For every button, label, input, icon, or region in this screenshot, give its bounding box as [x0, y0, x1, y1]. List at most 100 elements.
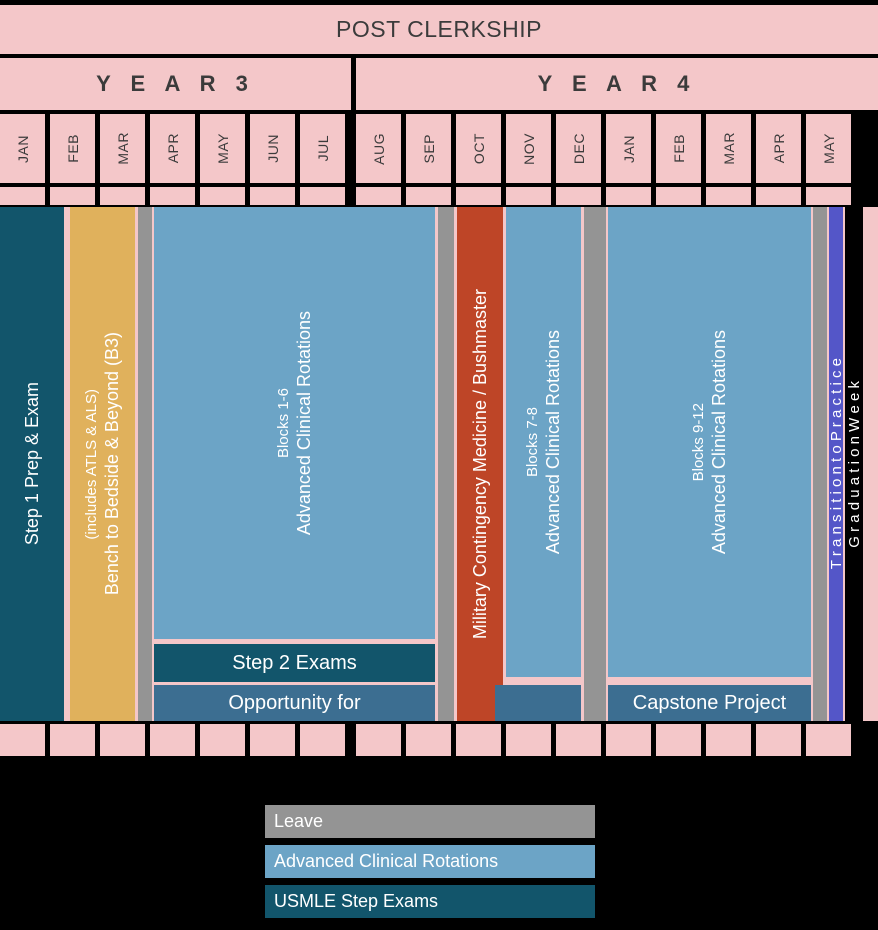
- block-label: T r a n s i t i o n t o P r a c t i c e: [829, 358, 843, 570]
- month-label: JUL: [314, 135, 331, 162]
- footer-cell-9: [456, 724, 501, 756]
- footer-cell-15: [756, 724, 801, 756]
- footer-cell-0: [0, 724, 45, 756]
- month-cell-jan-12: JAN: [606, 114, 651, 183]
- month-cell-oct-9: OCT: [456, 114, 501, 183]
- block-sublabel: Blocks 1-6: [274, 387, 292, 459]
- block-label: G r a d u a t i o n W e e k: [845, 380, 863, 548]
- block-label-wrap: Military Contingency Medicine / Bushmast…: [457, 207, 503, 721]
- month-label: JUN: [264, 134, 281, 163]
- block-military-contingency-medicine-bushmaster[interactable]: Military Contingency Medicine / Bushmast…: [457, 207, 503, 721]
- footer-cell-5: [250, 724, 295, 756]
- legend-label: USMLE Step Exams: [274, 891, 439, 911]
- year-4-label: Y E A R 4: [537, 71, 697, 96]
- month-label: MAR: [114, 132, 131, 165]
- month-label: MAY: [214, 133, 231, 164]
- month-cell-apr-15: APR: [756, 114, 801, 183]
- month-label: MAY: [820, 133, 837, 164]
- month-cell-sep-8: SEP: [406, 114, 451, 183]
- month-cell-mar-2: MAR: [100, 114, 145, 183]
- footer-cell-14: [706, 724, 751, 756]
- footer-cell-11: [556, 724, 601, 756]
- month-label: FEB: [64, 134, 81, 163]
- month-label: APR: [164, 133, 181, 164]
- bar-label: Capstone Project: [632, 691, 787, 714]
- block-leave-4[interactable]: [813, 207, 827, 721]
- bar-opportunity-for-2[interactable]: [495, 685, 581, 721]
- footer-cell-4: [200, 724, 245, 756]
- block-label-wrap: Bench to Bedside & Beyond (B3)(includes …: [70, 207, 135, 721]
- footer-cell-6: [300, 724, 345, 756]
- legend-item-leave[interactable]: Leave: [265, 805, 595, 838]
- block-label: Advanced Clinical Rotations: [542, 329, 563, 555]
- block-leave-2[interactable]: [438, 207, 454, 721]
- legend-label: Leave: [274, 811, 324, 831]
- block-label: Advanced Clinical Rotations: [708, 329, 729, 555]
- bar-label: Step 2 Exams: [232, 651, 357, 674]
- legend-item-usmle-step-exams[interactable]: USMLE Step Exams: [265, 885, 595, 918]
- year-4-header: Y E A R 4: [356, 58, 878, 110]
- year-3-header: Y E A R 3: [0, 58, 351, 110]
- month-cell-aug-7: AUG: [356, 114, 401, 183]
- month-substrip-6: [300, 187, 345, 205]
- footer-cell-7: [356, 724, 401, 756]
- month-cell-may-16: MAY: [806, 114, 851, 183]
- footer-cell-10: [506, 724, 551, 756]
- page-title: POST CLERKSHIP: [336, 16, 542, 42]
- month-cell-dec-11: DEC: [556, 114, 601, 183]
- bar-step-2-exams[interactable]: Step 2 Exams: [154, 644, 435, 682]
- month-label: OCT: [470, 132, 487, 165]
- legend-label: Advanced Clinical Rotations: [274, 851, 499, 871]
- block-bench-to-bedside[interactable]: Bench to Bedside & Beyond (B3)(includes …: [70, 207, 135, 721]
- footer-cell-13: [656, 724, 701, 756]
- month-label: JAN: [620, 134, 637, 163]
- block-sublabel: Blocks 7-8: [523, 406, 541, 478]
- block-step-1-prep-exam[interactable]: Step 1 Prep & Exam: [0, 207, 64, 721]
- bar-opportunity-for[interactable]: Opportunity for: [154, 685, 435, 721]
- month-cell-may-4: MAY: [200, 114, 245, 183]
- month-label: APR: [770, 133, 787, 164]
- block-leave-1[interactable]: [138, 207, 152, 721]
- footer-cell-2: [100, 724, 145, 756]
- year-3-label: Y E A R 3: [96, 71, 255, 96]
- month-substrip-5: [250, 187, 295, 205]
- block-label: Military Contingency Medicine / Bushmast…: [469, 288, 490, 640]
- footer-cell-1: [50, 724, 95, 756]
- month-substrip-2: [100, 187, 145, 205]
- month-substrip-11: [556, 187, 601, 205]
- month-substrip-13: [656, 187, 701, 205]
- block-label: Advanced Clinical Rotations: [293, 310, 314, 536]
- month-cell-feb-1: FEB: [50, 114, 95, 183]
- block-label-wrap: T r a n s i t i o n t o P r a c t i c e: [829, 207, 843, 721]
- month-substrip-0: [0, 187, 45, 205]
- bar-capstone-project[interactable]: Capstone Project: [608, 685, 811, 721]
- block-sublabel: (includes ATLS & ALS): [82, 388, 100, 540]
- month-substrip-16: [806, 187, 851, 205]
- month-substrip-3: [150, 187, 195, 205]
- month-cell-feb-13: FEB: [656, 114, 701, 183]
- month-label: DEC: [570, 132, 587, 165]
- footer-cell-8: [406, 724, 451, 756]
- month-substrip-9: [456, 187, 501, 205]
- month-cell-mar-14: MAR: [706, 114, 751, 183]
- block-graduation-week[interactable]: G r a d u a t i o n W e e k: [845, 207, 863, 721]
- month-substrip-12: [606, 187, 651, 205]
- block-leave-3[interactable]: [584, 207, 606, 721]
- month-label: NOV: [520, 132, 537, 165]
- footer-cell-12: [606, 724, 651, 756]
- month-cell-jun-5: JUN: [250, 114, 295, 183]
- month-label: FEB: [670, 134, 687, 163]
- month-substrip-4: [200, 187, 245, 205]
- legend-item-advanced-clinical-rotations[interactable]: Advanced Clinical Rotations: [265, 845, 595, 878]
- block-label-wrap: G r a d u a t i o n W e e k: [845, 207, 863, 721]
- block-transition-to-practice[interactable]: T r a n s i t i o n t o P r a c t i c e: [829, 207, 843, 721]
- month-cell-nov-10: NOV: [506, 114, 551, 183]
- block-label-wrap: Step 1 Prep & Exam: [0, 207, 64, 721]
